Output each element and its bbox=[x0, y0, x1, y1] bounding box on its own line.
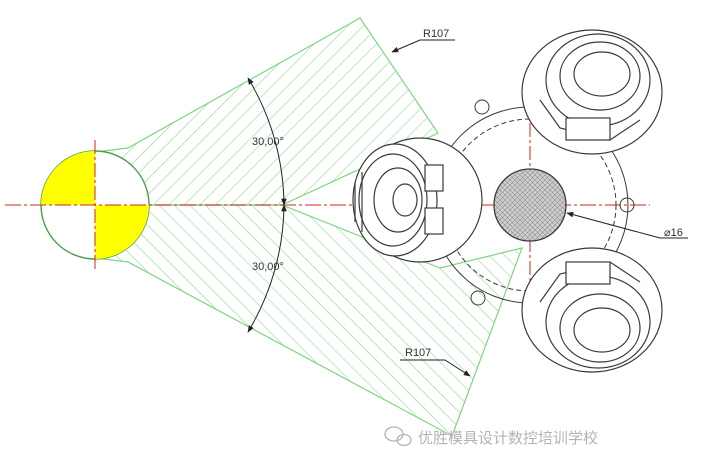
radius-leader-top bbox=[391, 39, 455, 53]
radius-leader-bottom bbox=[400, 359, 471, 377]
chuck-jaw-lower bbox=[521, 247, 663, 373]
chuck-jaw-upper bbox=[521, 29, 663, 155]
watermark-text: 优胜模具设计数控培训学校 bbox=[418, 429, 598, 447]
diameter-label: ⌀16 bbox=[664, 227, 683, 239]
diameter-leader bbox=[566, 211, 688, 239]
workpiece-ball bbox=[493, 168, 567, 242]
wechat-icon bbox=[384, 426, 412, 447]
radius-label-bottom: R107 bbox=[405, 347, 431, 359]
watermark: 优胜模具设计数控培训学校 bbox=[384, 426, 598, 447]
angle-label-upper: 30,00° bbox=[252, 136, 284, 148]
radius-label-top: R107 bbox=[423, 28, 449, 40]
yellow-quadrant-upper bbox=[41, 151, 95, 205]
angle-label-lower: 30,00° bbox=[252, 261, 284, 273]
angle-arc-upper bbox=[247, 77, 287, 206]
angle-arc-lower bbox=[247, 204, 287, 333]
yellow-quadrant-lower bbox=[95, 205, 149, 259]
chuck-jaw-left bbox=[352, 137, 483, 263]
